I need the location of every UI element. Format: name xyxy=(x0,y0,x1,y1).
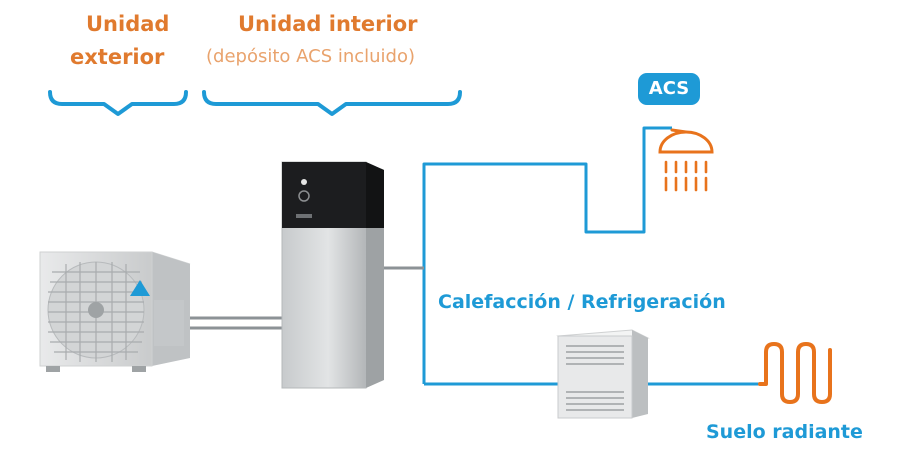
outdoor-unit-title: Unidad xyxy=(86,12,170,36)
indoor-unit-title: Unidad interior xyxy=(238,12,418,36)
outdoor-unit-title-line2: exterior xyxy=(70,45,165,69)
acs-badge: ACS xyxy=(638,73,700,105)
refrigerant-connector xyxy=(188,266,424,330)
indoor-brace-icon xyxy=(202,90,462,116)
outdoor-brace-icon xyxy=(48,90,188,116)
water-circuit-pipe xyxy=(422,126,672,384)
indoor-tank-unit-illustration xyxy=(281,161,384,389)
outdoor-unit-illustration xyxy=(39,251,191,372)
underfloor-label: Suelo radiante xyxy=(706,421,863,443)
heating-cooling-label: Calefacción / Refrigeración xyxy=(438,291,726,313)
underfloor-coil-icon xyxy=(758,342,832,404)
indoor-unit-subtitle: (depósito ACS incluido) xyxy=(206,46,416,67)
shower-icon xyxy=(658,128,714,192)
fan-coil-unit-illustration xyxy=(556,329,650,419)
